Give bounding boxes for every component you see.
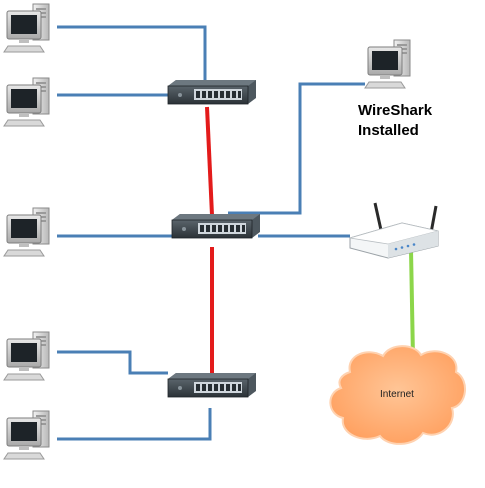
switch-icon: [167, 372, 257, 398]
wan-link-router-internet: [409, 249, 415, 359]
link-wireshark-switch2: [228, 82, 365, 215]
annotation-line-1: WireShark: [358, 102, 433, 119]
uplink-links: [205, 106, 214, 373]
cloud-label: Internet: [380, 389, 414, 400]
computer-icon: [3, 410, 50, 460]
link-pc5-switch3: [57, 408, 212, 441]
switch-icon: [171, 213, 261, 239]
computer-icon: [3, 77, 50, 127]
annotation-line-2: Installed: [358, 122, 419, 139]
wireshark-annotation: WireShark Installed: [358, 101, 432, 141]
wireless-router-icon: [349, 202, 439, 259]
computer-icon: [3, 3, 50, 53]
wireshark-computer-icon: [364, 39, 411, 89]
computer-icon: [3, 207, 50, 257]
internet-cloud-icon: Internet: [329, 345, 466, 445]
uplink-switch1-switch2: [205, 106, 214, 216]
switch-icon: [167, 79, 257, 105]
link-pc4-switch3: [57, 350, 168, 375]
computer-icon: [3, 331, 50, 381]
